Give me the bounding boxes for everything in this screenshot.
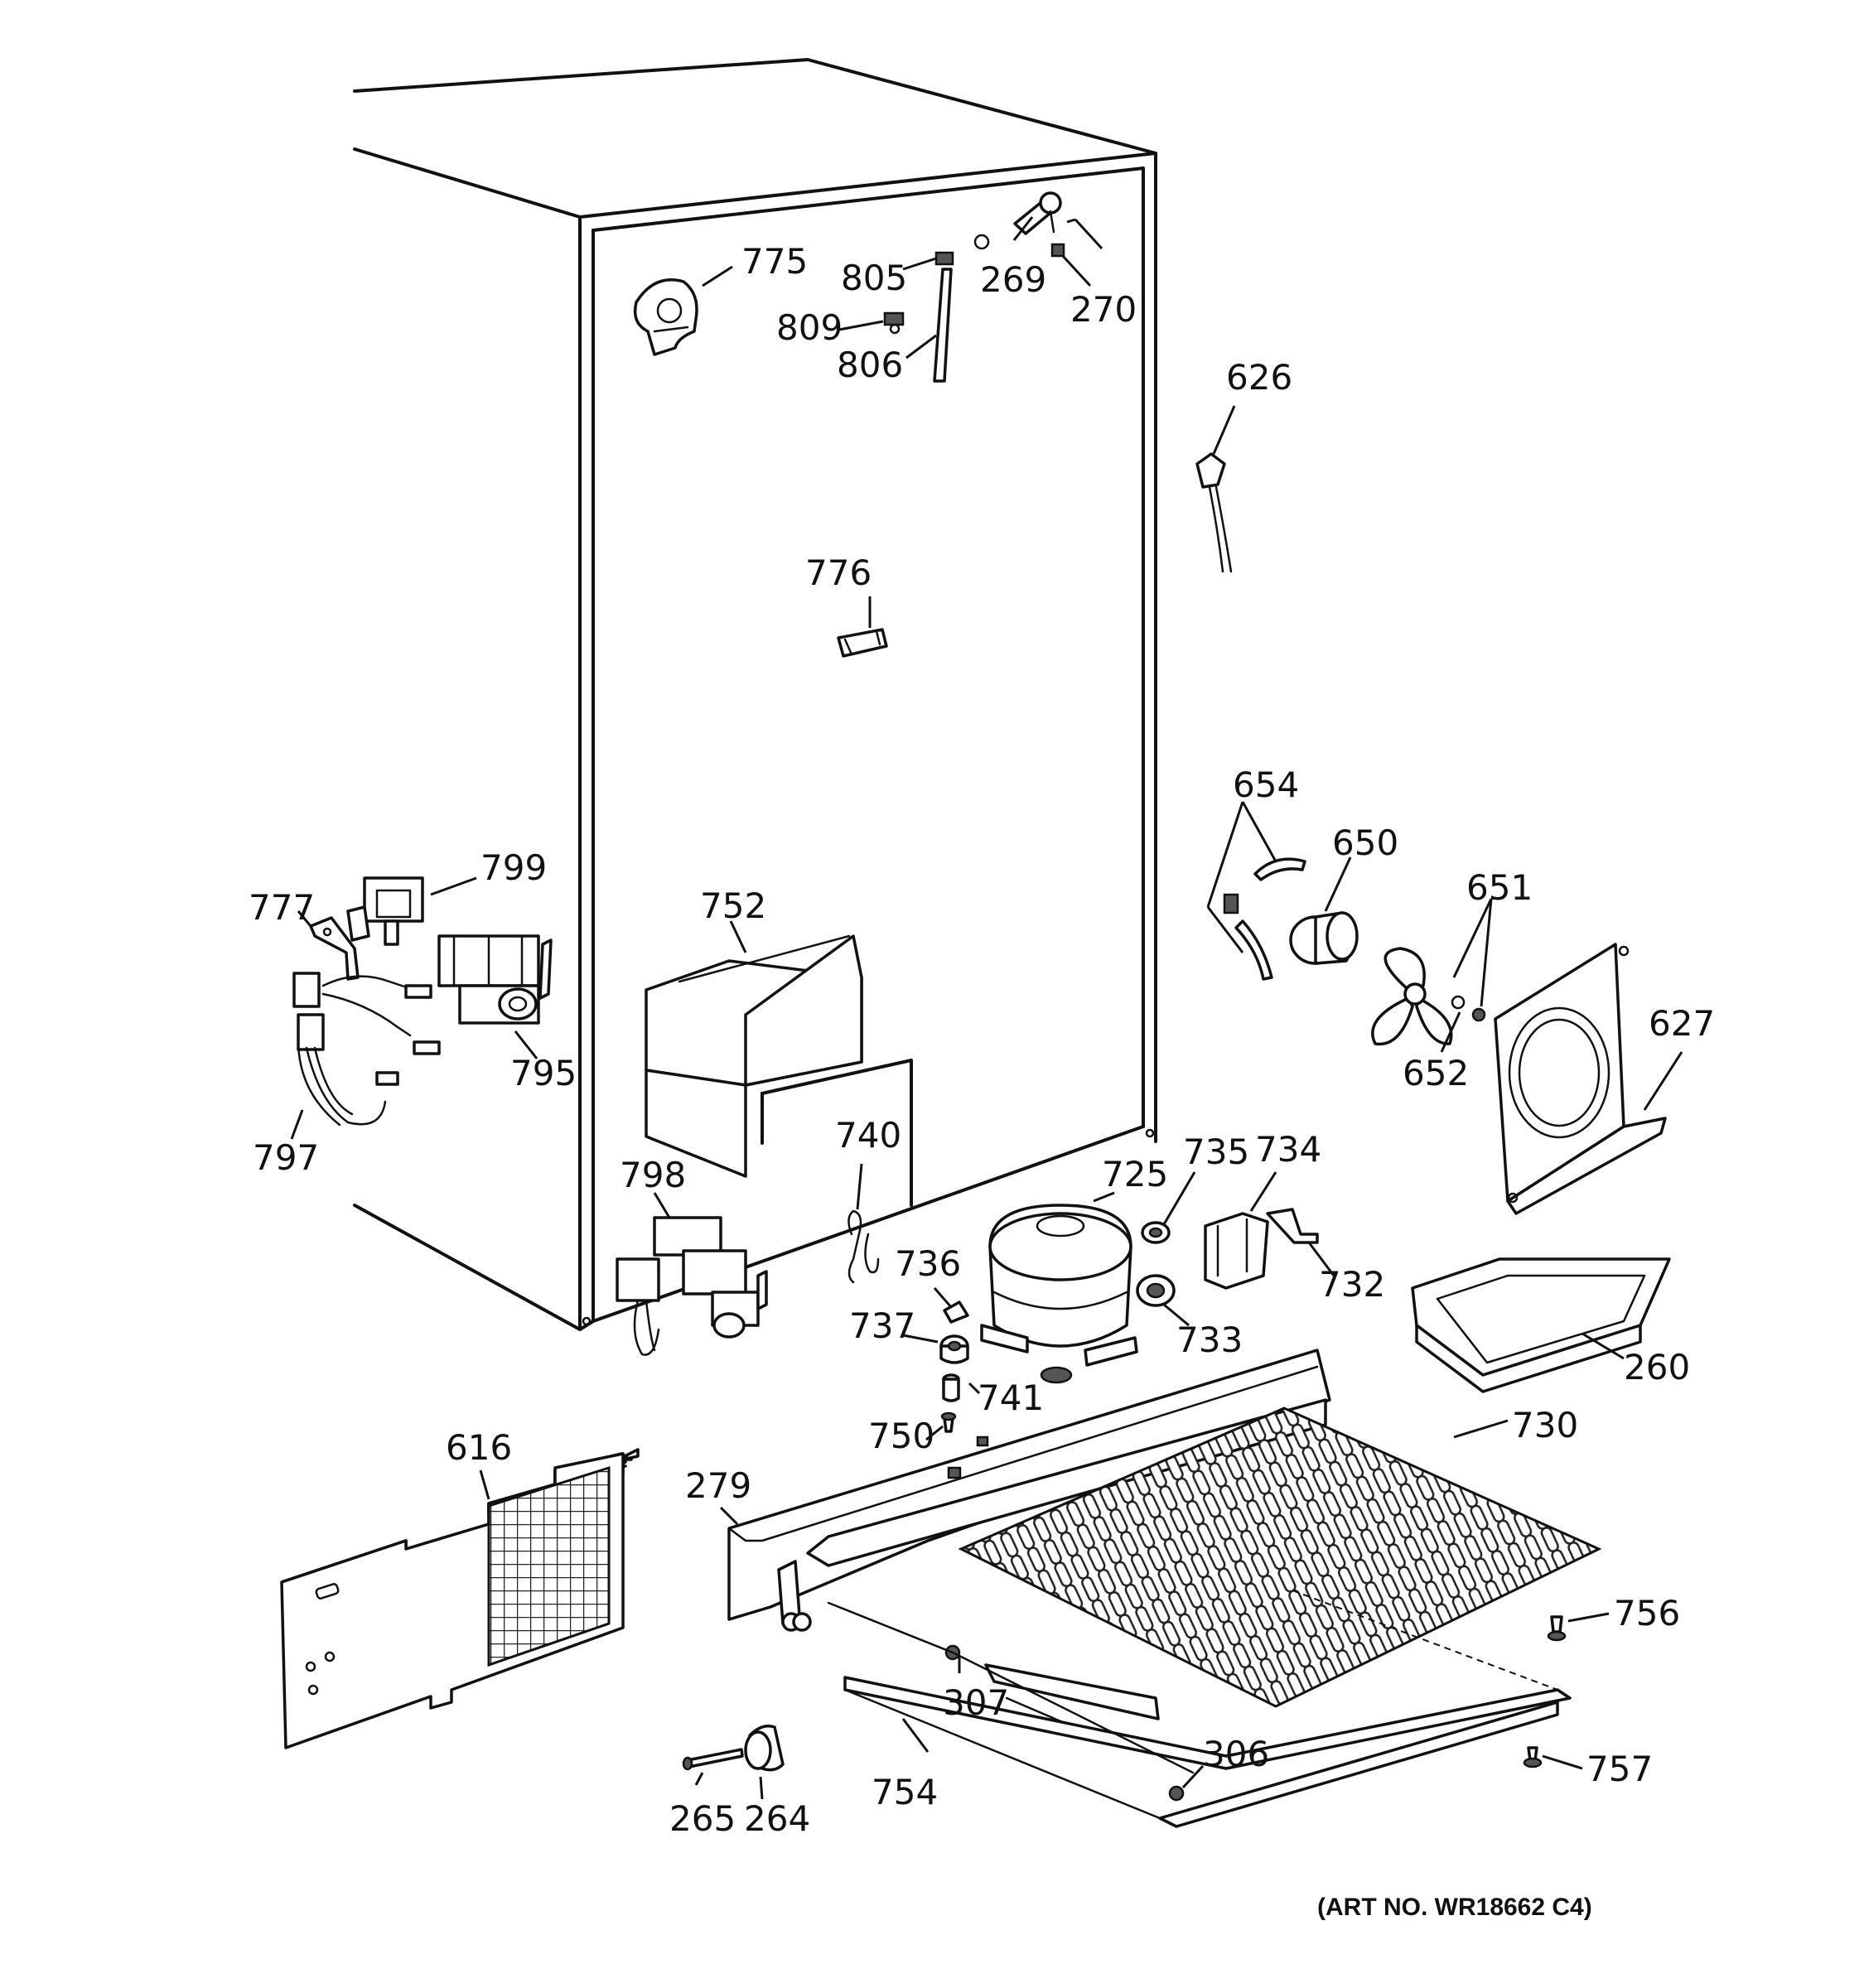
- part-279-base-frame: [719, 1349, 1331, 1632]
- part-741-sleeve: [942, 1373, 981, 1402]
- label-776: 776: [805, 552, 872, 593]
- part-652-washer: [1440, 995, 1486, 1053]
- label-652: 652: [1403, 1053, 1469, 1093]
- part-651-fan-blade: [1371, 898, 1493, 1046]
- label-627: 627: [1649, 1003, 1715, 1044]
- part-725-compressor: [980, 1191, 1138, 1384]
- part-797-wiring-harness: [290, 972, 441, 1140]
- part-776-clip: [837, 596, 888, 658]
- part-650-fan-motor: [1289, 856, 1359, 965]
- label-306: 306: [1203, 1734, 1269, 1774]
- label-736: 736: [895, 1243, 961, 1284]
- label-805: 805: [841, 258, 907, 298]
- part-798-water-valve-assembly: [616, 1192, 768, 1356]
- part-260-drain-pan: [1411, 1257, 1671, 1393]
- label-730: 730: [1512, 1405, 1578, 1445]
- label-798: 798: [620, 1155, 686, 1195]
- part-737-grommet: [902, 1334, 969, 1364]
- part-269-270-tube-and-screw: [1012, 191, 1103, 287]
- part-616-access-panel: [280, 1448, 640, 1749]
- part-736-clip: [933, 1287, 969, 1324]
- label-307: 307: [943, 1682, 1009, 1723]
- label-741: 741: [978, 1378, 1044, 1418]
- part-735-grommet: [1141, 1171, 1196, 1244]
- label-270: 270: [1070, 289, 1137, 330]
- label-725: 725: [1102, 1154, 1168, 1194]
- label-752: 752: [700, 885, 766, 926]
- part-740-spring: [847, 1163, 880, 1284]
- part-732-bracket: [1266, 1208, 1335, 1276]
- callout-labels: 775 805 809 806 269 270 626 776 654 650 …: [249, 241, 1715, 1839]
- label-799: 799: [480, 847, 547, 888]
- label-809: 809: [776, 307, 843, 348]
- label-264: 264: [744, 1798, 810, 1839]
- part-264-265-roller-and-axle: [682, 1725, 785, 1800]
- label-795: 795: [510, 1053, 577, 1093]
- part-733-overload: [1136, 1274, 1190, 1327]
- part-795-dual-water-valve: [437, 934, 553, 1059]
- label-265: 265: [669, 1798, 736, 1839]
- part-756-leveling-leg: [1547, 1612, 1610, 1642]
- label-740: 740: [835, 1115, 901, 1156]
- part-627-fan-shroud: [1494, 943, 1683, 1215]
- part-734-relay: [1204, 1171, 1277, 1290]
- label-735: 735: [1183, 1132, 1249, 1172]
- part-754-base-pan: [843, 1590, 1572, 1828]
- label-750: 750: [868, 1416, 934, 1456]
- label-754: 754: [872, 1772, 938, 1812]
- label-732: 732: [1319, 1264, 1385, 1305]
- refrigerator-cabinet: [353, 58, 1157, 1331]
- part-730-condenser-coil: [958, 1407, 1602, 1708]
- label-806: 806: [837, 345, 903, 385]
- part-626-wire-harness: [1195, 405, 1236, 573]
- label-650: 650: [1332, 823, 1398, 863]
- label-260: 260: [1624, 1347, 1690, 1387]
- part-799-water-valve: [346, 876, 477, 946]
- part-805-806-809-tube-clips: [838, 234, 990, 383]
- label-734: 734: [1255, 1129, 1321, 1170]
- label-269: 269: [980, 259, 1046, 300]
- part-777-bracket: [297, 910, 360, 981]
- label-651: 651: [1466, 867, 1533, 908]
- part-306-screw: [1168, 1764, 1205, 1802]
- label-616: 616: [446, 1427, 512, 1468]
- label-757: 757: [1586, 1749, 1653, 1789]
- label-654: 654: [1233, 765, 1299, 805]
- label-775: 775: [741, 241, 808, 282]
- part-757-leveling-leg: [1523, 1746, 1583, 1770]
- label-733: 733: [1176, 1320, 1243, 1360]
- label-279: 279: [685, 1465, 751, 1506]
- art-number: (ART NO. WR18662 C4): [1317, 1894, 1592, 1921]
- label-797: 797: [253, 1137, 319, 1178]
- label-737: 737: [849, 1305, 915, 1346]
- part-775-damper: [633, 265, 733, 356]
- label-777: 777: [249, 887, 315, 928]
- part-752-access-cover: [645, 920, 863, 1178]
- part-750-screw: [925, 1411, 957, 1441]
- label-626: 626: [1226, 357, 1292, 398]
- part-307-clip: [827, 1601, 1195, 1774]
- part-654-motor-brackets: [1206, 801, 1306, 981]
- label-756: 756: [1614, 1593, 1680, 1633]
